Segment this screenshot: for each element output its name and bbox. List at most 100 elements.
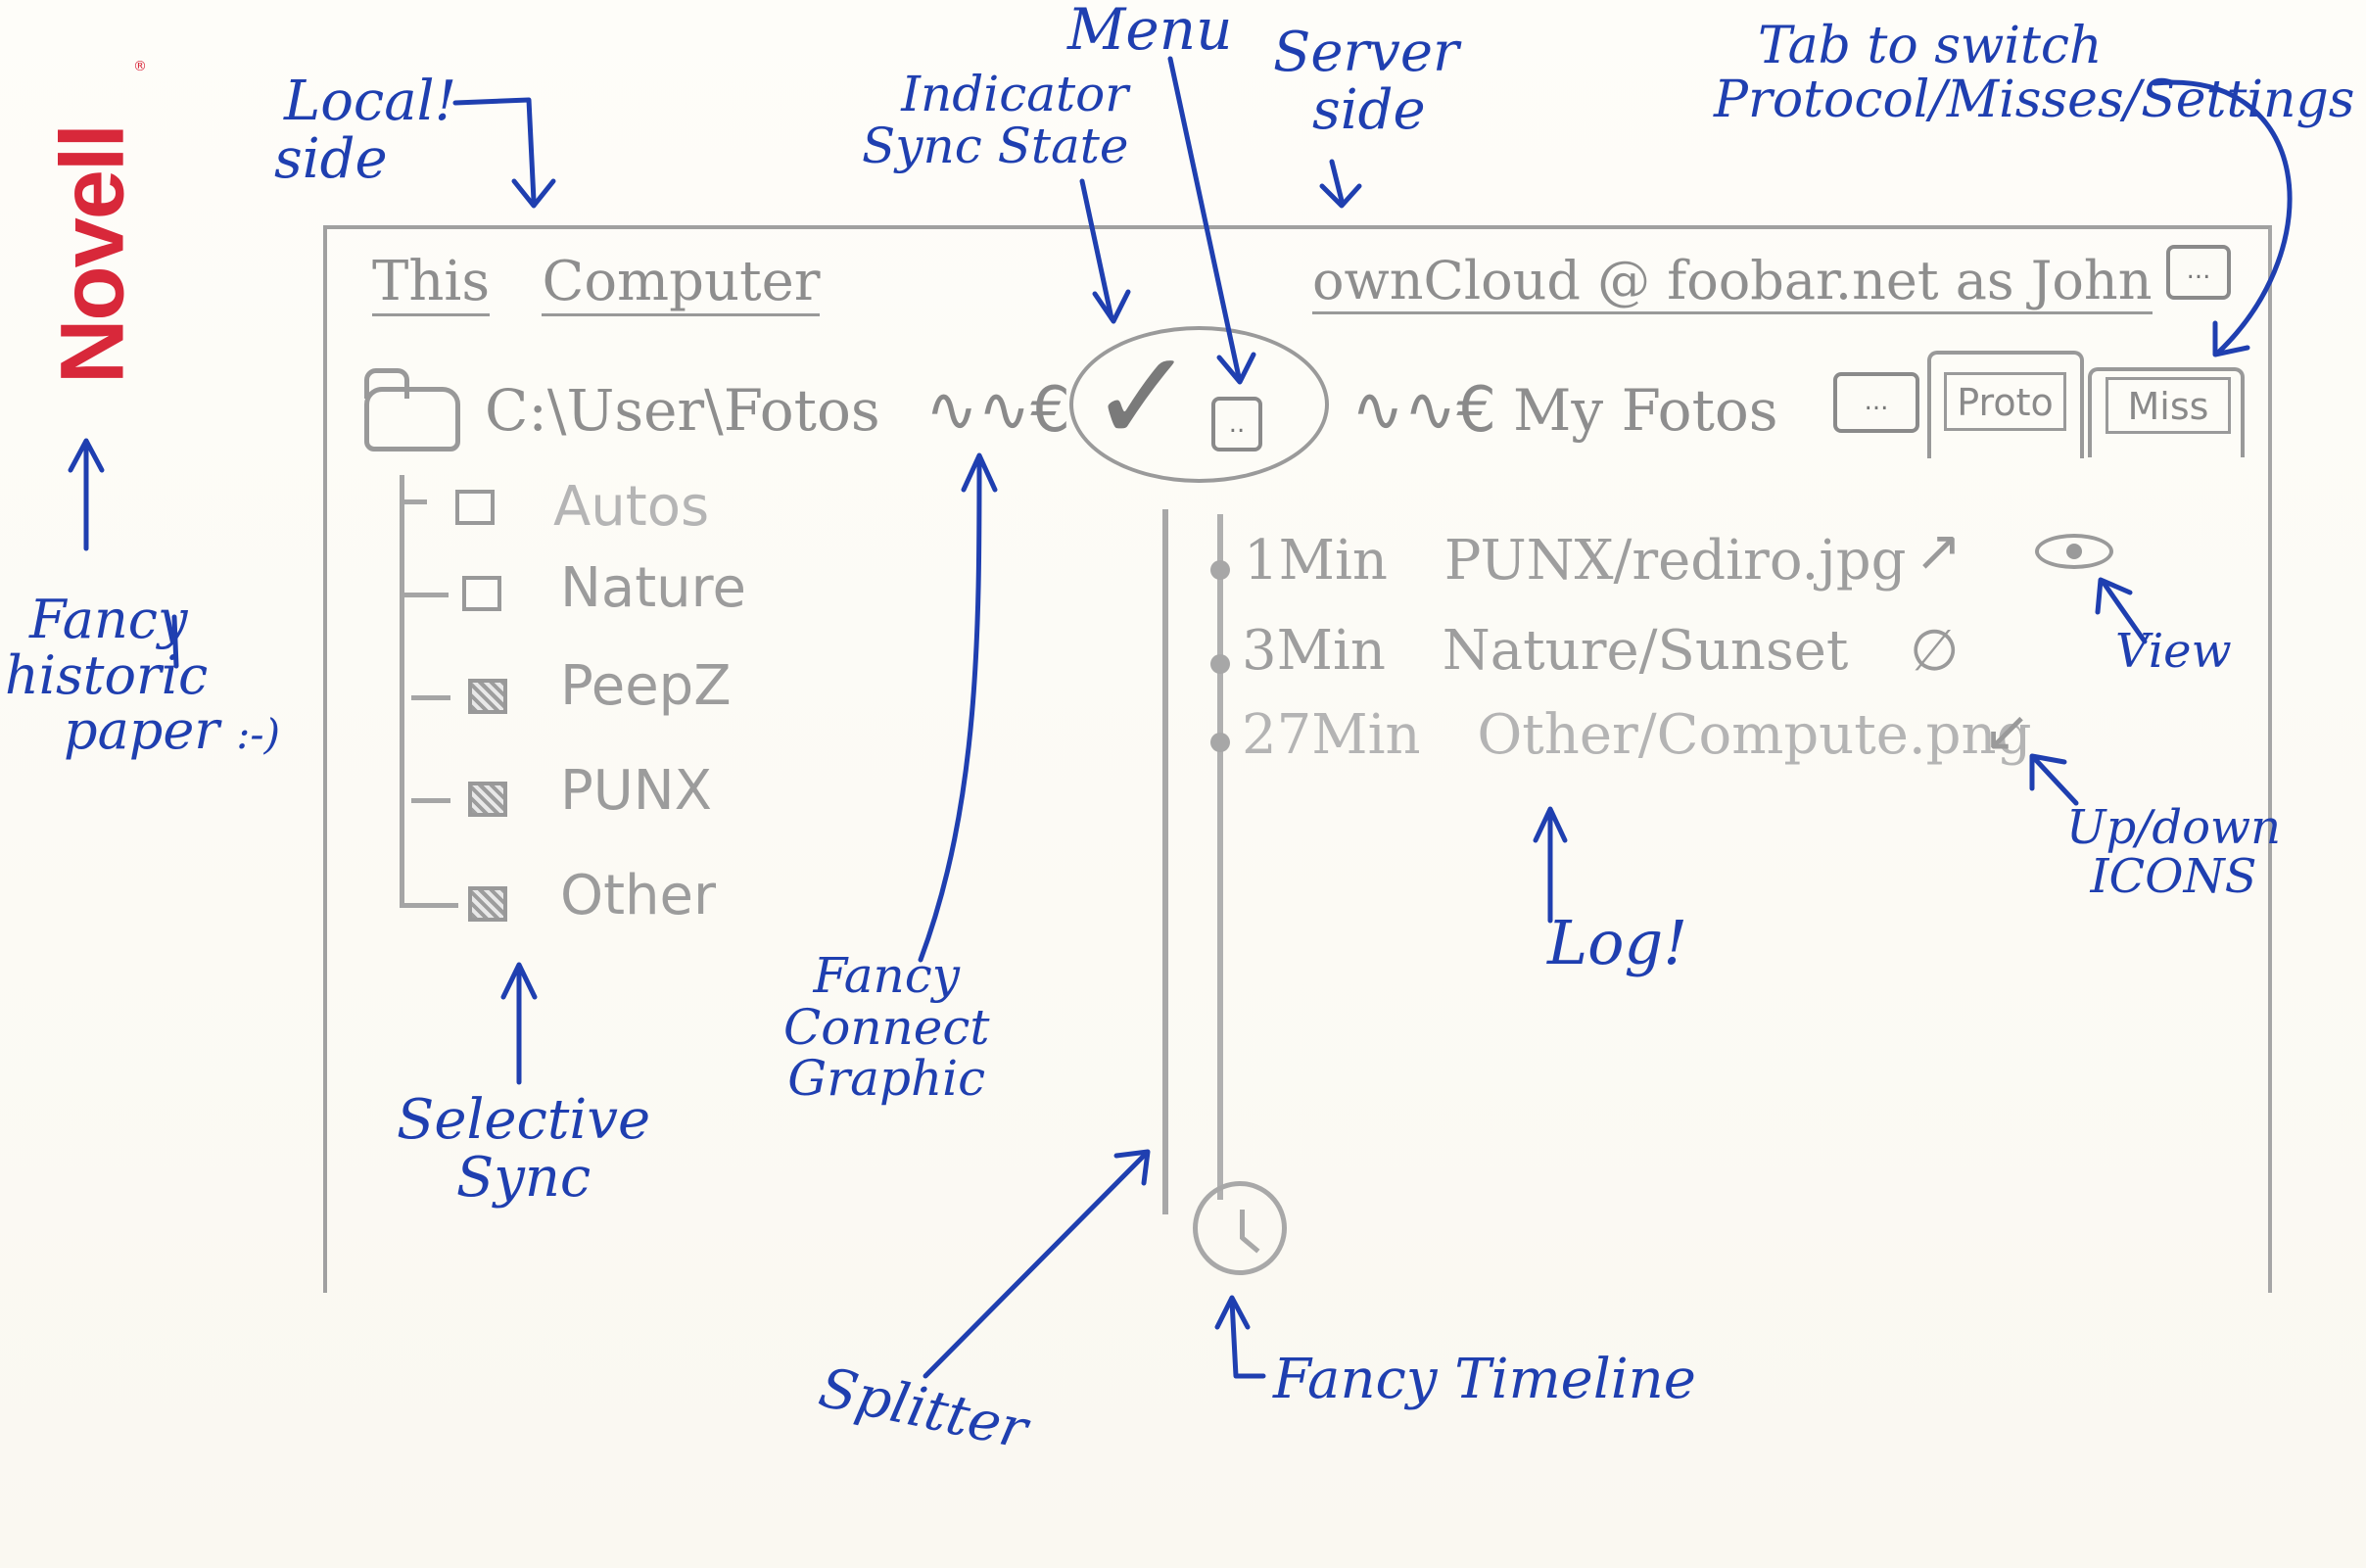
arrow-fancy bbox=[171, 614, 179, 669]
clock-icon[interactable] bbox=[1193, 1181, 1287, 1275]
log-entry[interactable]: 3Min Nature/Sunset bbox=[1242, 619, 1848, 683]
local-side-title: This Computer bbox=[372, 250, 821, 316]
arrow-head bbox=[1113, 1149, 1151, 1186]
tree-branch bbox=[400, 593, 449, 597]
checkbox-autos[interactable] bbox=[455, 490, 495, 525]
arrow-head bbox=[68, 438, 105, 473]
arrow-head bbox=[1216, 352, 1256, 385]
annotation-line: side bbox=[1312, 77, 1426, 142]
annotation-line: Protocol/Misses/Settings bbox=[1714, 70, 2355, 129]
tree-item-autos[interactable]: Autos bbox=[553, 475, 710, 539]
annotation-indicator: Indicator Sync State bbox=[862, 66, 1129, 171]
arrow-local-side bbox=[452, 97, 537, 204]
arrow-connect bbox=[918, 457, 982, 963]
arrow-head bbox=[500, 962, 538, 1000]
connect-wave-icon: ∿∿€ bbox=[925, 374, 1070, 447]
annotation-line: Connect bbox=[783, 998, 990, 1056]
tab-miss[interactable] bbox=[2088, 367, 2245, 457]
annotation-updown: Up/down ICONS bbox=[2066, 803, 2281, 902]
log-path: Nature/Sunset bbox=[1442, 619, 1849, 683]
log-path: PUNX/rediro.jpg bbox=[1443, 529, 1907, 593]
server-folder: My Fotos bbox=[1513, 377, 1778, 444]
timeline-dot bbox=[1210, 654, 1230, 674]
checkbox-other[interactable] bbox=[468, 886, 507, 922]
tree-branch bbox=[400, 903, 458, 908]
annotation-line: Sync State bbox=[862, 117, 1129, 174]
arrow-head bbox=[511, 178, 556, 209]
annotation-selective: Selective Sync bbox=[397, 1088, 651, 1210]
local-title-computer: Computer bbox=[542, 250, 821, 316]
tree-branch bbox=[411, 695, 450, 700]
arrow-head bbox=[1533, 806, 1568, 843]
no-sync-icon[interactable]: ∅ bbox=[1910, 617, 1960, 684]
sync-client-window bbox=[323, 225, 2272, 1293]
folder-menu-button[interactable]: ... bbox=[1833, 372, 1919, 433]
arrow-view bbox=[2101, 580, 2148, 644]
log-time: 1Min bbox=[1244, 529, 1388, 593]
arrow-head bbox=[961, 452, 998, 493]
annotation-line: Sync bbox=[455, 1145, 592, 1210]
arrow-server-side bbox=[1329, 159, 1345, 204]
tree-branch bbox=[411, 798, 450, 803]
annotation-tab-switch: Tab to switch Protocol/Misses/Settings bbox=[1714, 20, 2354, 126]
annotation-smiley: :-) bbox=[236, 710, 281, 759]
folder-icon bbox=[364, 368, 460, 451]
tree-item-nature[interactable]: Nature bbox=[560, 556, 746, 620]
eye-icon[interactable] bbox=[2035, 534, 2113, 569]
annotation-line: Fancy bbox=[29, 589, 188, 650]
log-path: Other/Compute.png bbox=[1477, 703, 2032, 767]
annotation-log: Log! bbox=[1547, 907, 1688, 978]
arrow-tab-switch bbox=[2152, 79, 2293, 356]
annotation-line: Graphic bbox=[787, 1050, 986, 1107]
annotation-line: Selective bbox=[397, 1088, 651, 1152]
arrow-indicator bbox=[1079, 178, 1114, 321]
annotation-line: Fancy bbox=[813, 947, 960, 1004]
annotation-local-side: Local! side bbox=[274, 70, 457, 189]
arrow-menu bbox=[1167, 56, 1242, 380]
log-entry[interactable]: 27Min Other/Compute.png bbox=[1242, 703, 2031, 767]
tab-miss-label: Miss bbox=[2106, 377, 2231, 434]
tree-item-other[interactable]: Other bbox=[560, 864, 717, 927]
timeline-line bbox=[1217, 514, 1223, 1200]
center-menu-button[interactable]: .. bbox=[1211, 397, 1262, 451]
registered-mark: ® bbox=[133, 59, 147, 74]
annotation-line: paper bbox=[64, 699, 220, 762]
arrow-head bbox=[2095, 577, 2133, 615]
down-arrow-icon[interactable]: ↙ bbox=[1983, 697, 2031, 764]
log-entry[interactable]: 1Min PUNX/rediro.jpg bbox=[1244, 529, 1906, 593]
splitter-handle[interactable] bbox=[1162, 509, 1168, 1214]
annotation-line: Indicator bbox=[901, 66, 1129, 122]
arrow-updown bbox=[2032, 756, 2079, 806]
arrow-splitter bbox=[923, 1153, 1147, 1379]
checkmark-icon: ✓ bbox=[1089, 322, 1196, 471]
server-side-title: ownCloud @ foobar.net as John bbox=[1312, 250, 2153, 314]
tab-proto[interactable] bbox=[1927, 351, 2084, 458]
annotation-connect: Fancy Connect Graphic bbox=[783, 950, 989, 1105]
checkbox-punx[interactable] bbox=[468, 782, 507, 817]
annotation-timeline: Fancy Timeline bbox=[1273, 1348, 1696, 1411]
arrow-timeline bbox=[1229, 1298, 1266, 1379]
tree-item-punx[interactable]: PUNX bbox=[560, 759, 713, 823]
checkbox-peepz[interactable] bbox=[468, 679, 507, 714]
annotation-line: ICONS bbox=[2090, 849, 2257, 905]
tree-connector bbox=[400, 475, 404, 906]
log-time: 27Min bbox=[1242, 703, 1421, 767]
annotation-line: Local! bbox=[284, 70, 457, 133]
tree-branch bbox=[400, 499, 427, 504]
checkbox-nature[interactable] bbox=[462, 576, 501, 611]
connect-wave-icon-right: ∿∿€ bbox=[1351, 374, 1496, 447]
account-menu-button[interactable]: ... bbox=[2166, 245, 2231, 300]
up-arrow-icon[interactable]: ↗ bbox=[1915, 517, 1963, 584]
arrow-head bbox=[1319, 183, 1362, 209]
arrow-head bbox=[1214, 1295, 1251, 1330]
tree-item-peepz[interactable]: PeepZ bbox=[560, 654, 732, 718]
tab-proto-label: Proto bbox=[1944, 372, 2066, 431]
local-title-this: This bbox=[372, 250, 491, 316]
sync-state-indicator bbox=[1069, 326, 1329, 483]
arrow-head bbox=[2212, 320, 2250, 357]
arrow-head bbox=[1092, 289, 1131, 324]
novell-logo: Novell ® bbox=[39, 59, 148, 451]
arrow-head bbox=[2029, 753, 2067, 791]
